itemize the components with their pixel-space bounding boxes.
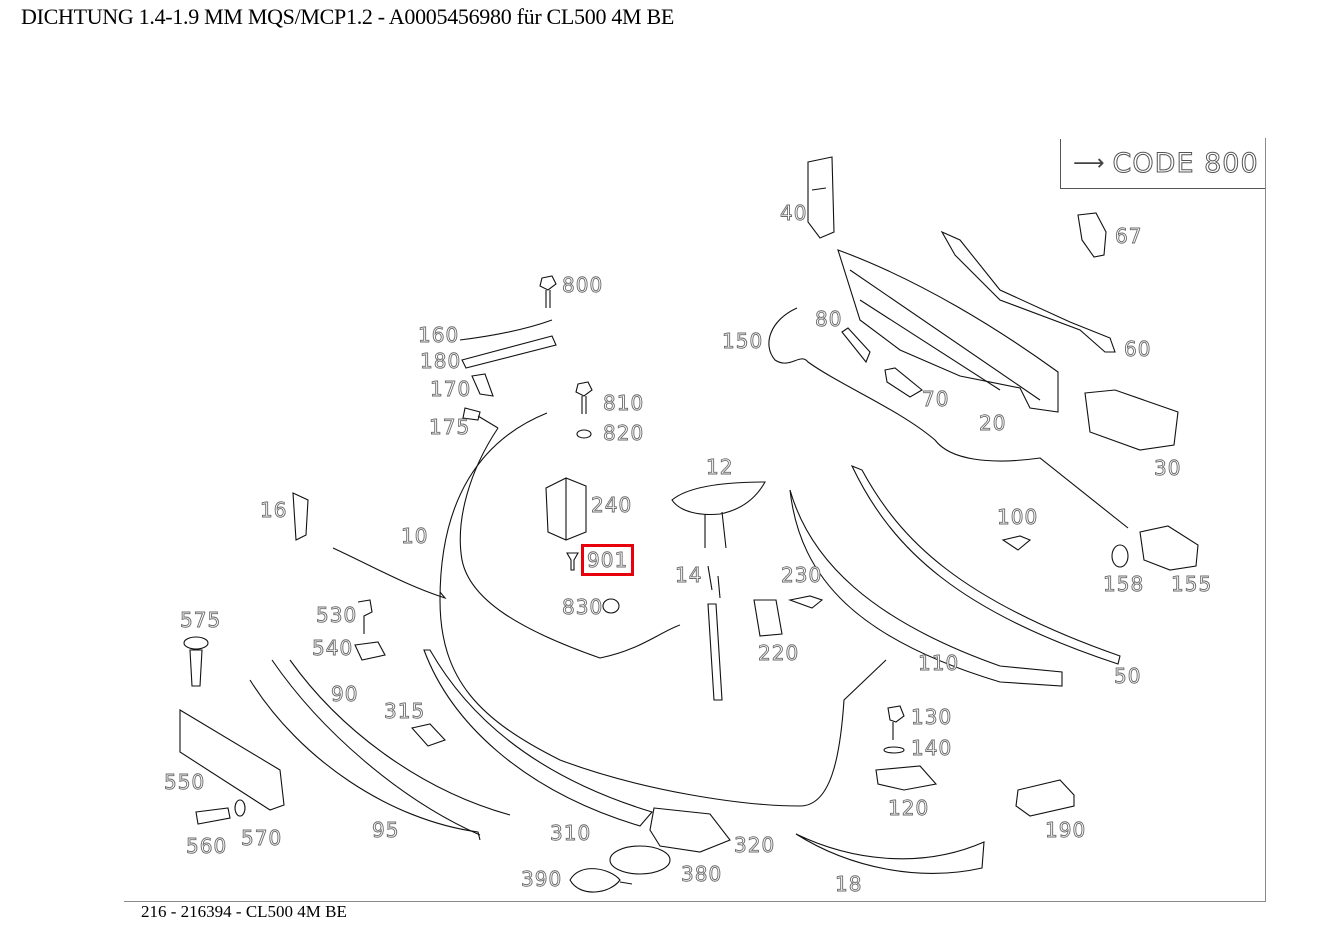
part-callout[interactable]: 155 [1171,572,1213,596]
part-callout[interactable]: 12 [706,455,734,479]
part-callout[interactable]: 90 [331,682,359,706]
part-callout[interactable]: 190 [1045,818,1087,842]
part-callout[interactable]: 540 [312,636,354,660]
diagram-footer: 216 - 216394 - CL500 4M BE [141,902,347,921]
part-callout[interactable]: 315 [384,699,426,723]
part-callout[interactable]: 110 [918,651,960,675]
part-callout-selected[interactable]: 901 [580,544,635,576]
part-callout[interactable]: 140 [911,736,953,760]
arrow-right-icon: ⟶ [1073,151,1105,176]
part-callout[interactable]: 230 [781,563,823,587]
code-note-box: ⟶ CODE 800 [1060,139,1265,189]
part-callout[interactable]: 570 [241,826,283,850]
part-callout[interactable]: 70 [922,387,950,411]
part-callout[interactable]: 160 [418,323,460,347]
part-callout[interactable]: 120 [888,796,930,820]
part-callout[interactable]: 530 [316,603,358,627]
part-callout[interactable]: 575 [180,608,222,632]
part-callout[interactable]: 158 [1103,572,1145,596]
part-callout[interactable]: 175 [429,415,471,439]
part-callout[interactable]: 16 [260,498,288,522]
part-callout[interactable]: 67 [1115,224,1143,248]
part-callout[interactable]: 380 [681,862,723,886]
part-callout[interactable]: 60 [1124,337,1152,361]
part-callout[interactable]: 180 [420,349,462,373]
page-title: DICHTUNG 1.4-1.9 MM MQS/MCP1.2 - A000545… [21,4,675,29]
frame-border-right [1265,138,1266,902]
part-callout[interactable]: 130 [911,705,953,729]
part-callout[interactable]: 10 [401,524,429,548]
part-callout[interactable]: 30 [1154,456,1182,480]
part-callout[interactable]: 170 [430,377,472,401]
part-callout[interactable]: 95 [372,818,400,842]
part-callout[interactable]: 14 [675,563,703,587]
part-callout[interactable]: 320 [734,833,776,857]
part-callout[interactable]: 150 [722,329,764,353]
part-callout[interactable]: 240 [591,493,633,517]
part-callout[interactable]: 220 [758,641,800,665]
part-callout[interactable]: 20 [979,411,1007,435]
code-note-label: CODE 800 [1112,148,1259,180]
part-callout[interactable]: 80 [815,307,843,331]
part-callout[interactable]: 100 [997,505,1039,529]
part-callout[interactable]: 310 [550,821,592,845]
part-callout[interactable]: 810 [603,391,645,415]
part-callout[interactable]: 18 [835,872,863,896]
part-callout[interactable]: 820 [603,421,645,445]
part-callout[interactable]: 560 [186,834,228,858]
part-callout[interactable]: 390 [521,867,563,891]
part-callout[interactable]: 550 [164,770,206,794]
part-callout[interactable]: 50 [1114,664,1142,688]
frame-border-bottom [124,901,1266,902]
part-callout[interactable]: 40 [780,201,808,225]
part-callout[interactable]: 830 [562,595,604,619]
part-callout[interactable]: 800 [562,273,604,297]
